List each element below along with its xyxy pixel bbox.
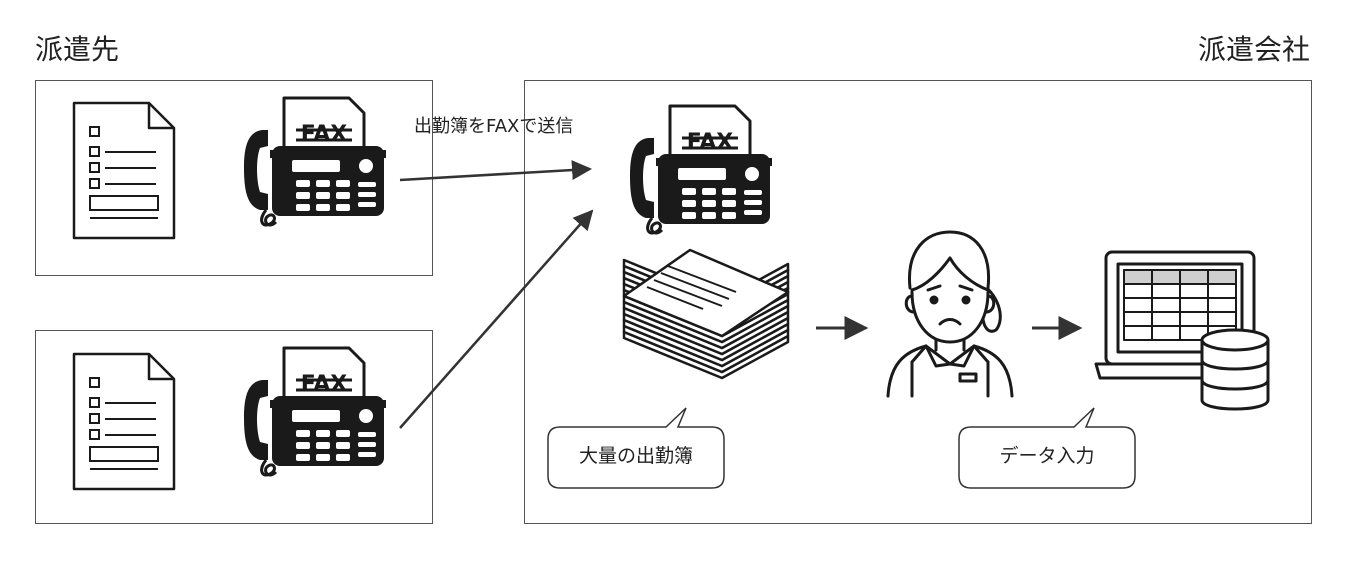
fax-machine-icon xyxy=(242,346,388,477)
laptop-database-icon xyxy=(1094,250,1270,411)
fax-text: FAX xyxy=(301,372,348,397)
document-icon xyxy=(72,352,176,491)
fax-text: FAX xyxy=(687,130,734,155)
fax-arrow-2 xyxy=(399,209,594,429)
callout-data-entry: データ入力 xyxy=(999,445,1095,467)
client-heading: 派遣先 xyxy=(35,33,120,66)
document-icon xyxy=(72,101,176,240)
fax-send-label: 出勤簿をFAXで送信 xyxy=(414,116,574,137)
callout-timesheets-bubble xyxy=(547,407,725,489)
fax-machine-icon xyxy=(628,104,774,235)
paper-stack-icon xyxy=(622,248,790,380)
fax-arrow-1 xyxy=(399,160,592,182)
fax-text: FAX xyxy=(301,122,348,147)
worker-icon xyxy=(886,230,1014,398)
agency-heading: 派遣会社 xyxy=(1197,33,1310,66)
fax-machine-icon xyxy=(242,96,388,227)
callout-timesheets: 大量の出勤簿 xyxy=(578,445,693,467)
callout-data-entry-bubble xyxy=(958,407,1136,489)
